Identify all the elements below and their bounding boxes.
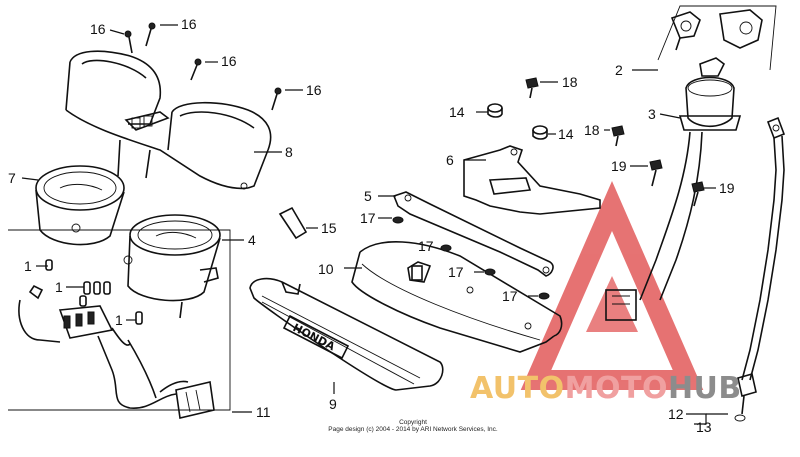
- meter-bracket: [463, 145, 601, 215]
- callout-16: 16: [181, 16, 197, 32]
- speedometer-cable: [686, 116, 786, 425]
- callout-17: 17: [502, 288, 518, 304]
- emblem-text: HONDA: [291, 321, 338, 353]
- callout-1: 1: [115, 312, 123, 328]
- watermark-part-auto: AUTO: [470, 371, 565, 406]
- callout-17: 17: [360, 210, 376, 226]
- callout-3: 3: [648, 106, 656, 122]
- ignition-switch: [605, 5, 777, 321]
- callout-5: 5: [364, 188, 372, 204]
- watermark-part-hub: HUB: [667, 371, 742, 406]
- callout-9: 9: [329, 396, 337, 412]
- callout-19: 19: [611, 158, 627, 174]
- copyright-line-2: Page design (c) 2004 - 2014 by ARI Netwo…: [328, 426, 498, 433]
- screw-16-d: [271, 87, 303, 111]
- callout-14: 14: [558, 126, 574, 142]
- bolt-18-b: [604, 125, 625, 147]
- nut-17-d: [528, 292, 550, 300]
- bolt-18-a: [525, 77, 558, 99]
- callout-7: 7: [8, 170, 16, 186]
- callout-6: 6: [446, 152, 454, 168]
- callout-16: 16: [90, 21, 106, 37]
- callout-16: 16: [221, 53, 237, 69]
- screw-16-b: [145, 22, 178, 47]
- copyright-line-1: Copyright: [399, 419, 427, 426]
- screw-19-b: [691, 181, 716, 207]
- callout-19: 19: [719, 180, 735, 196]
- callout-1: 1: [24, 258, 32, 274]
- grommet-14-b: [532, 125, 556, 140]
- copyright-notice: Copyright Page design (c) 2004 - 2014 by…: [318, 419, 508, 433]
- screw-19-a: [630, 159, 663, 187]
- nut-17-a: [378, 216, 404, 224]
- callout-8: 8: [285, 144, 293, 160]
- callout-labels: 16 16 16 16 8 7 4 1 1 1 11 15 9 10 5 6 1…: [8, 16, 735, 435]
- meter-stay: [378, 191, 554, 277]
- callout-13: 13: [696, 419, 712, 435]
- indicator-lens: [278, 206, 318, 240]
- callout-2: 2: [615, 62, 623, 78]
- callout-17: 17: [448, 264, 464, 280]
- callout-10: 10: [318, 261, 334, 277]
- nut-17-c: [474, 268, 496, 276]
- grommet-14-a: [476, 103, 503, 118]
- callout-16: 16: [306, 82, 322, 98]
- callout-11: 11: [256, 404, 271, 420]
- honda-emblem-panel: HONDA: [249, 277, 444, 394]
- speedometer: [21, 165, 125, 246]
- screw-16-c: [190, 58, 218, 81]
- nut-17-b: [440, 244, 452, 252]
- watermark-part-moto: MOTO: [564, 371, 668, 406]
- callout-4: 4: [248, 232, 256, 248]
- tachometer: [123, 214, 244, 319]
- callout-1: 1: [55, 279, 63, 295]
- callout-18: 18: [584, 122, 600, 138]
- callout-15: 15: [321, 220, 337, 236]
- callout-17: 17: [418, 238, 434, 254]
- bulb-socket-group: [8, 229, 252, 419]
- callout-12: 12: [668, 406, 684, 422]
- watermark-logo: AUTOMOTOHUB: [470, 372, 742, 406]
- callout-14: 14: [449, 104, 465, 120]
- callout-18: 18: [562, 74, 578, 90]
- meter-cover: [344, 241, 563, 353]
- meter-case: [65, 50, 282, 190]
- screw-16-a: [109, 29, 133, 54]
